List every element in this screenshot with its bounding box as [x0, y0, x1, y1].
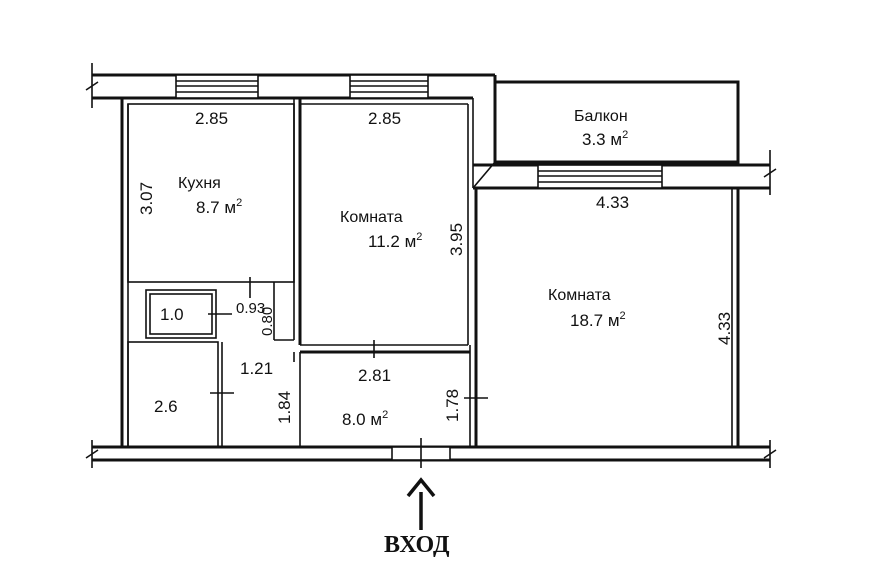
bath-walls — [127, 341, 234, 448]
room2-area: 18.7 м2 — [570, 310, 626, 330]
wc-walls — [145, 289, 232, 339]
corridor-width-label: 1.21 — [240, 359, 273, 378]
room2-width-label: 4.33 — [596, 193, 629, 212]
room1-width-label: 2.85 — [368, 109, 401, 128]
wc-width-label: 0.93 — [236, 300, 265, 317]
wc-height-label: 0.80 — [259, 307, 276, 336]
hall-walls — [293, 340, 488, 447]
kitchen-name: Кухня — [178, 175, 221, 192]
entrance-arrow-icon — [406, 477, 436, 530]
room2-height-label: 4.33 — [715, 312, 734, 345]
balcony-area: 3.3 м2 — [582, 129, 628, 149]
room2-name: Комната — [548, 287, 611, 304]
left-wall — [120, 98, 129, 447]
window-kitchen — [175, 74, 259, 99]
balcony-name: Балкон — [574, 108, 628, 125]
kitchen-area: 8.7 м2 — [196, 197, 242, 217]
window-room2 — [537, 164, 663, 189]
entrance-label: ВХОД — [384, 532, 450, 558]
hall-width-label: 2.81 — [358, 366, 391, 385]
hall-area: 8.0 м2 — [342, 409, 388, 429]
room1-name: Комната — [340, 209, 403, 226]
room1-height-label: 3.95 — [447, 223, 466, 256]
room1-walls — [273, 98, 469, 346]
bath-area: 2.6 — [154, 397, 178, 416]
hall-height-label: 1.78 — [443, 389, 462, 422]
hall-side-height-label: 1.84 — [275, 391, 294, 424]
kitchen-height-label: 3.07 — [137, 182, 156, 215]
room1-area: 11.2 м2 — [368, 231, 422, 251]
right-wall — [731, 188, 740, 447]
entrance-door — [391, 438, 451, 468]
room2-left-wall — [469, 188, 478, 447]
wc-area: 1.0 — [160, 305, 184, 324]
top-wall — [85, 63, 495, 108]
window-room1 — [349, 74, 429, 99]
kitchen-width-label: 2.85 — [195, 109, 228, 128]
